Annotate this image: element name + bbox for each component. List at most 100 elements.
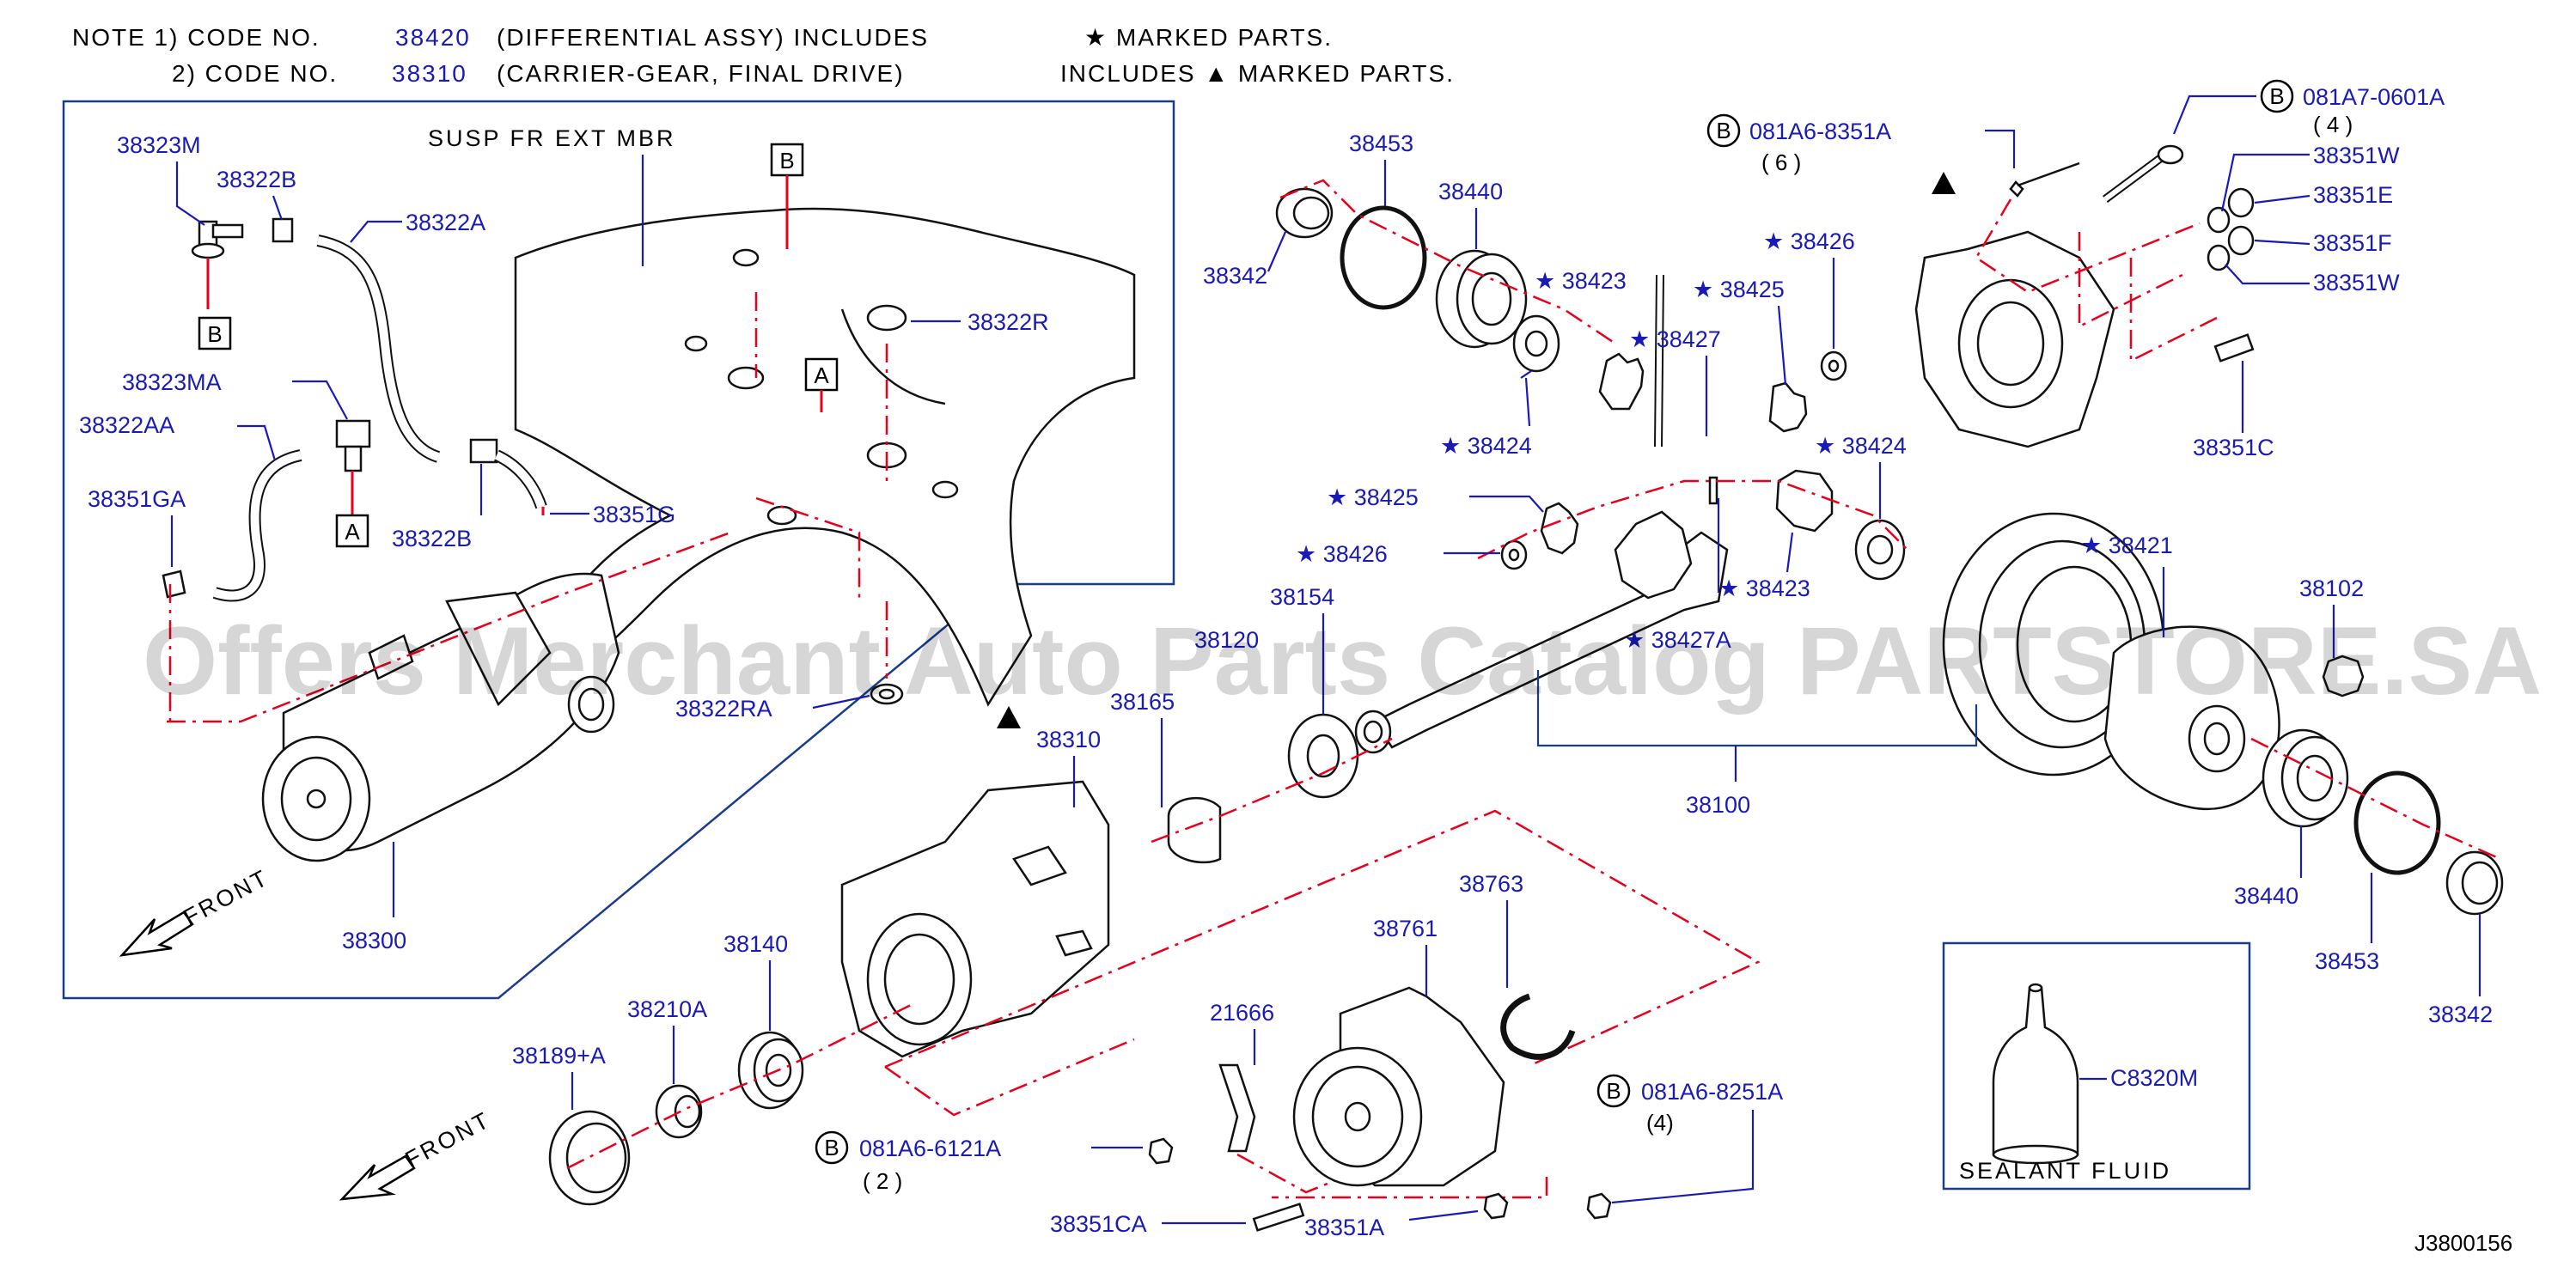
qty-081a6-8251a: (4) bbox=[1646, 1110, 1674, 1136]
circle-b-081a6-6121a: B bbox=[815, 1130, 849, 1165]
pn-081a7-0601a[interactable]: 081A7-0601A bbox=[2303, 84, 2445, 110]
breather-38323m bbox=[191, 220, 244, 259]
pn-38761[interactable]: 38761 bbox=[1373, 916, 1438, 941]
pn-38351ca[interactable]: 38351CA bbox=[1050, 1211, 1147, 1237]
pn-38427a[interactable]: ★ 38427A bbox=[1624, 627, 1731, 653]
drive-pinion-38120 bbox=[1373, 510, 1729, 749]
pn-38100[interactable]: 38100 bbox=[1686, 792, 1750, 818]
pn-38189a[interactable]: 38189+A bbox=[512, 1043, 606, 1069]
pn-38440-left[interactable]: 38440 bbox=[1438, 179, 1503, 204]
pn-081a6-6121a[interactable]: 081A6-6121A bbox=[859, 1136, 1001, 1161]
snap-ring-38453-left bbox=[1340, 205, 1427, 310]
pn-38322b-top[interactable]: 38322B bbox=[217, 167, 296, 192]
pn-21666[interactable]: 21666 bbox=[1210, 1000, 1274, 1026]
pn-38424-left[interactable]: ★ 38424 bbox=[1440, 433, 1532, 459]
note-line1-prefix: NOTE 1) CODE NO. bbox=[72, 24, 320, 51]
pinion-mate-38425 bbox=[1768, 381, 1808, 433]
ref-square-b-2: B bbox=[770, 143, 804, 177]
svg-text:B: B bbox=[1606, 1078, 1621, 1104]
snap-ring-38453-right bbox=[2353, 770, 2441, 875]
pn-38322a[interactable]: 38322A bbox=[406, 210, 485, 235]
pn-38426-bottom[interactable]: ★ 38426 bbox=[1296, 541, 1388, 567]
pn-38763[interactable]: 38763 bbox=[1459, 871, 1523, 897]
pn-38425-top[interactable]: ★ 38425 bbox=[1693, 277, 1785, 302]
note-line1-suffix: (DIFFERENTIAL ASSY) INCLUDES bbox=[497, 24, 929, 51]
bolt-38102 bbox=[2322, 655, 2365, 697]
pn-38351a[interactable]: 38351A bbox=[1304, 1215, 1384, 1240]
note-line1-right: ★ MARKED PARTS. bbox=[1084, 24, 1333, 51]
pn-38300[interactable]: 38300 bbox=[342, 928, 406, 953]
front-label-1: FRONT bbox=[180, 864, 273, 930]
pn-38342-left[interactable]: 38342 bbox=[1203, 263, 1267, 289]
pn-38351e[interactable]: 38351E bbox=[2313, 182, 2393, 208]
circle-b-081a7-0601a: B bbox=[2260, 79, 2294, 113]
stud-38351ca bbox=[1252, 1203, 1305, 1232]
svg-text:B: B bbox=[1716, 118, 1731, 143]
bearing-38440-right bbox=[2262, 728, 2349, 828]
pn-38165[interactable]: 38165 bbox=[1110, 689, 1175, 715]
pn-38424-right[interactable]: ★ 38424 bbox=[1815, 433, 1907, 459]
pn-38423-top[interactable]: ★ 38423 bbox=[1535, 268, 1627, 294]
sealant-box bbox=[1942, 941, 2251, 1191]
bolt-081a6-6121a bbox=[1148, 1137, 1174, 1165]
pn-38351f[interactable]: 38351F bbox=[2313, 230, 2392, 256]
pn-38351c[interactable]: 38351C bbox=[2193, 435, 2274, 460]
pn-38323m[interactable]: 38323M bbox=[117, 132, 201, 158]
pn-38351ga[interactable]: 38351GA bbox=[88, 486, 186, 512]
pn-38322r[interactable]: 38322R bbox=[968, 309, 1049, 335]
note-line2-right: INCLUDES ▲ MARKED PARTS. bbox=[1060, 60, 1455, 87]
pn-38351w-top[interactable]: 38351W bbox=[2313, 143, 2400, 168]
pinion-mate-38425-b bbox=[1540, 502, 1579, 555]
pn-38120[interactable]: 38120 bbox=[1194, 627, 1259, 653]
note-line2-code[interactable]: 38310 bbox=[392, 60, 467, 87]
svg-text:B: B bbox=[824, 1135, 839, 1160]
pn-38421[interactable]: ★ 38421 bbox=[2081, 533, 2173, 558]
clip-38322b bbox=[272, 217, 294, 243]
pn-38154[interactable]: 38154 bbox=[1270, 584, 1334, 610]
bolt-081a6-8251a bbox=[1586, 1192, 1612, 1220]
pn-38310[interactable]: 38310 bbox=[1036, 727, 1101, 752]
ref-square-b-1: B bbox=[198, 316, 232, 350]
note-line2-prefix: 2) CODE NO. bbox=[172, 60, 338, 87]
qty-081a6-8351a: ( 6 ) bbox=[1761, 149, 1801, 175]
pn-38210a[interactable]: 38210A bbox=[627, 996, 707, 1022]
pn-38425-bottom[interactable]: ★ 38425 bbox=[1327, 484, 1419, 510]
pn-38323ma[interactable]: 38323MA bbox=[122, 369, 222, 395]
housing-38761 bbox=[1292, 986, 1505, 1187]
suspension-member-drawing bbox=[514, 207, 1136, 707]
pn-38351g[interactable]: 38351G bbox=[593, 502, 675, 527]
pn-38322b-bottom[interactable]: 38322B bbox=[392, 526, 472, 551]
pn-38102[interactable]: 38102 bbox=[2299, 576, 2364, 601]
pn-38427[interactable]: ★ 38427 bbox=[1629, 326, 1721, 352]
pn-c8320m[interactable]: C8320M bbox=[2110, 1065, 2198, 1091]
susp-member-label: SUSP FR EXT MBR bbox=[428, 125, 676, 151]
plug-38351f bbox=[2227, 225, 2255, 256]
pn-081a6-8351a[interactable]: 081A6-8351A bbox=[1749, 119, 1891, 144]
pn-38342-right[interactable]: 38342 bbox=[2428, 1002, 2493, 1027]
pn-38426-top[interactable]: ★ 38426 bbox=[1763, 228, 1855, 254]
pn-38322ra[interactable]: 38322RA bbox=[675, 696, 772, 722]
pn-081a6-8251a[interactable]: 081A6-8251A bbox=[1641, 1079, 1783, 1105]
note-line1-code[interactable]: 38420 bbox=[395, 24, 471, 51]
pn-38351w-bottom[interactable]: 38351W bbox=[2313, 270, 2400, 295]
oil-seal-38342-left bbox=[1275, 187, 1334, 239]
diagram-id: J3800156 bbox=[2414, 1230, 2512, 1256]
pn-38453-right[interactable]: 38453 bbox=[2315, 948, 2379, 974]
cover-rear-38351 bbox=[1914, 230, 2115, 448]
pn-38322aa[interactable]: 38322AA bbox=[79, 412, 174, 438]
carrier-gear-38310 bbox=[840, 780, 1110, 1058]
spacer-38210a bbox=[655, 1084, 703, 1139]
collar-38165 bbox=[1167, 796, 1222, 864]
pn-38423-bottom[interactable]: ★ 38423 bbox=[1718, 576, 1810, 601]
pn-38453-left[interactable]: 38453 bbox=[1349, 131, 1413, 156]
watermark: Offers Merchant Auto Parts Catalog PARTS… bbox=[143, 607, 2542, 715]
side-gear-38423 bbox=[1512, 314, 1645, 411]
circle-b-081a6-8251a: B bbox=[1596, 1074, 1631, 1108]
pn-38140[interactable]: 38140 bbox=[723, 931, 788, 957]
stud-38351c bbox=[2213, 333, 2255, 362]
diff-case-38102 bbox=[2103, 625, 2280, 811]
pn-38440-right[interactable]: 38440 bbox=[2234, 883, 2298, 909]
note-line2-suffix: (CARRIER-GEAR, FINAL DRIVE) bbox=[497, 60, 905, 87]
